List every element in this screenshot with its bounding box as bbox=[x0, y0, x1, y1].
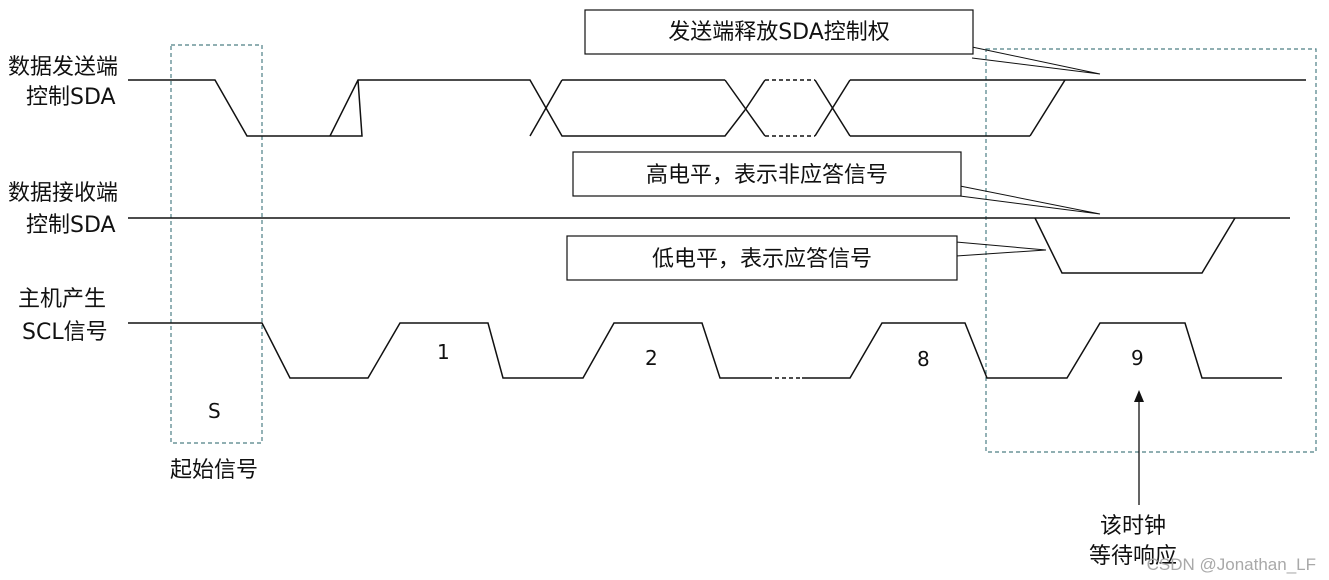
sda-rx-label-line1: 数据接收端 bbox=[8, 181, 118, 206]
wait-arrow bbox=[1134, 390, 1144, 505]
clock-label-8: 8 bbox=[917, 347, 930, 371]
scl-waveform bbox=[128, 322, 1282, 379]
sda-tx-waveform bbox=[128, 79, 1306, 137]
clock-label-9: 9 bbox=[1131, 346, 1144, 370]
sda-tx-label-line2: 控制SDA bbox=[26, 85, 116, 110]
wait-note-line1: 该时钟 bbox=[1100, 514, 1166, 539]
clock-label-2: 2 bbox=[645, 346, 658, 370]
ack-clock-box bbox=[985, 48, 1317, 453]
watermark: CSDN @Jonathan_LF bbox=[1147, 555, 1316, 574]
sda-tx-label-line1: 数据发送端 bbox=[8, 55, 118, 80]
sda-rx-label-line2: 控制SDA bbox=[26, 213, 116, 238]
scl-label-line1: 主机产生 bbox=[18, 287, 106, 312]
callout-high-text: 高电平，表示非应答信号 bbox=[646, 163, 888, 188]
callout-release-text: 发送端释放SDA控制权 bbox=[668, 20, 890, 45]
start-caption: 起始信号 bbox=[170, 458, 258, 483]
callout-low: 低电平，表示应答信号 bbox=[566, 235, 1047, 281]
callout-low-text: 低电平，表示应答信号 bbox=[652, 247, 872, 272]
clock-label-1: 1 bbox=[437, 340, 450, 364]
start-condition-box bbox=[170, 44, 263, 444]
scl-label-line2: SCL信号 bbox=[22, 320, 108, 345]
start-letter: S bbox=[208, 399, 221, 423]
callout-release: 发送端释放SDA控制权 bbox=[584, 9, 1101, 75]
wait-note-line2: 等待响应 bbox=[1089, 544, 1177, 569]
callout-high: 高电平，表示非应答信号 bbox=[572, 151, 1101, 215]
sda-rx-waveform bbox=[128, 217, 1290, 274]
